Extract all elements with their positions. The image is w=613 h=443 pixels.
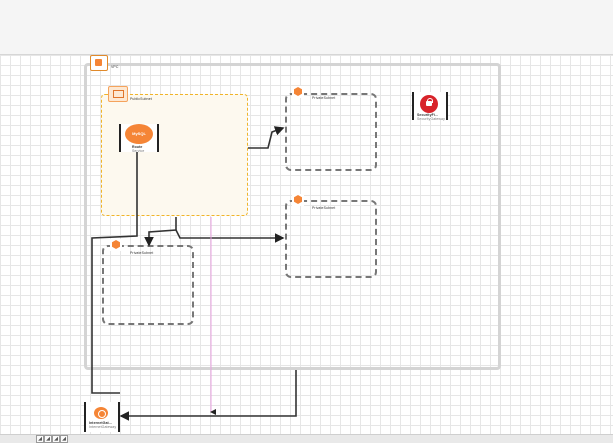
private-subnet-icon: [292, 86, 304, 98]
private-subnet-middle-label: PrivateSubnet: [312, 206, 336, 210]
vpc-container[interactable]: [84, 63, 501, 370]
vpc-label: VPC: [111, 65, 119, 69]
private-subnet-bottom[interactable]: [102, 245, 194, 325]
public-subnet-label: PublicSubnet: [130, 97, 152, 101]
security-node-subtitle: SecurityGateway: [417, 117, 445, 121]
private-subnet-icon: [110, 239, 122, 251]
private-subnet-top-label: PrivateSubnet: [312, 96, 336, 100]
private-subnet-top[interactable]: [285, 93, 377, 171]
page-tab-bar: ◢ ◢ ◢ ◢: [0, 434, 613, 443]
public-subnet-icon: [108, 86, 128, 102]
private-subnet-middle[interactable]: [285, 200, 377, 278]
private-subnet-icon: [292, 194, 304, 206]
top-toolbar: [0, 0, 613, 55]
mysql-node-subtitle: Service: [132, 149, 145, 153]
lock-icon: [420, 95, 438, 113]
internet-gateway-title: InternetGat...: [89, 421, 112, 425]
internet-gateway-subtitle: InternetGateway: [89, 425, 117, 429]
mysql-node-title: Route: [132, 145, 143, 149]
internet-gateway-icon: [94, 407, 108, 419]
vpc-icon: [90, 55, 108, 71]
private-subnet-bottom-label: PrivateSubnet: [130, 251, 154, 255]
security-node-title: SecurityFi...: [417, 113, 439, 117]
mysql-badge: MySQL: [125, 124, 153, 144]
public-subnet-container[interactable]: [101, 94, 248, 216]
